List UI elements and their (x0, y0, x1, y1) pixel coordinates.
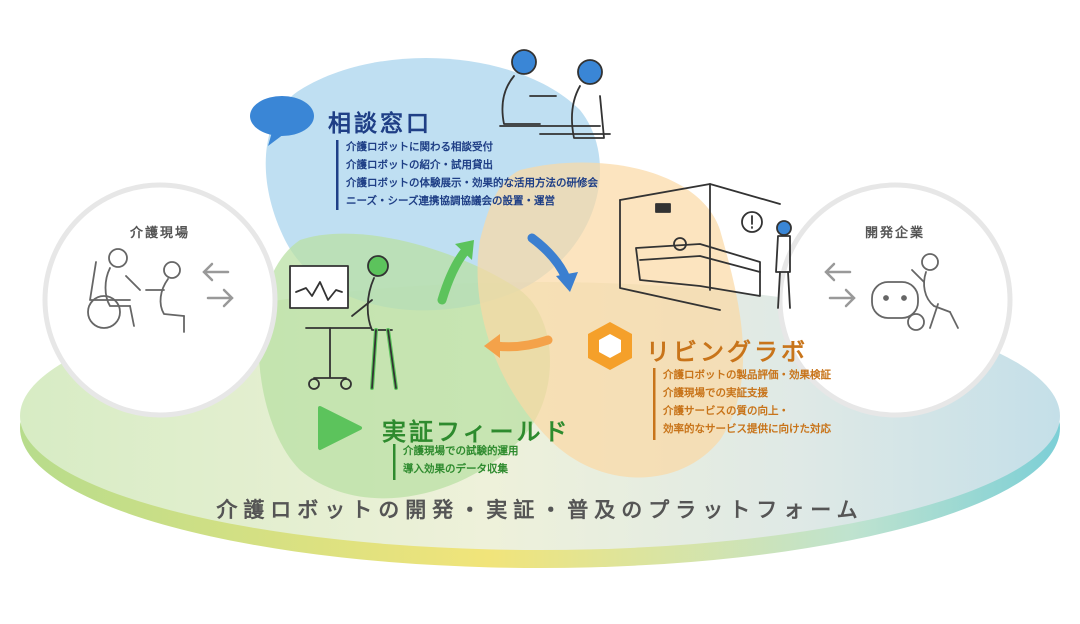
consult-title: 相談窓口 (328, 111, 432, 137)
consult-item: 介護ロボットの体験展示・効果的な活用方法の研修会 (346, 177, 598, 189)
platform-label: 介護ロボットの開発・実証・普及のプラットフォーム (216, 498, 864, 522)
bedroom-illustration (619, 183, 792, 311)
lab-item: 効率的なサービス提供に向けた対応 (663, 423, 831, 435)
walking-assist-illustration (289, 255, 398, 390)
cycle-arrow-green-icon (437, 240, 474, 305)
lab-item: 介護ロボットの製品評価・効果検証 (663, 369, 831, 381)
kigyo-label: 開発企業 (864, 226, 925, 241)
hexagon-icon (588, 322, 632, 370)
lab-title: リビングラボ (646, 338, 808, 366)
lab-blob (477, 162, 744, 478)
field-item: 介護現場での試験的運用 (403, 445, 519, 457)
consult-item: ニーズ・シーズ連携協調協議会の設置・運営 (346, 195, 555, 207)
lab-list-bar (653, 368, 656, 440)
caregiver-wheelchair-illustration (87, 248, 185, 333)
consult-list-bar (336, 140, 339, 210)
cycle-arrow-orange-icon (484, 334, 553, 358)
consult-item: 介護ロボットの紹介・試用貸出 (346, 159, 493, 171)
consult-item: 介護ロボットに関わる相談受付 (346, 141, 493, 153)
exchange-arrows-right-icon (824, 262, 856, 308)
speech-bubble-icon (250, 96, 314, 146)
consultation-people-illustration (499, 49, 611, 139)
lab-item: 介護サービスの質の向上・ (663, 405, 789, 417)
field-title: 実証フィールド (382, 418, 571, 446)
lab-item: 介護現場での実証支援 (663, 387, 768, 399)
genba-label: 介護現場 (129, 226, 190, 241)
cycle-arrow-blue-icon (527, 233, 578, 292)
consult-list: 介護ロボットに関わる相談受付 介護ロボットの紹介・試用貸出 介護ロボットの体験展… (346, 138, 598, 210)
field-item: 導入効果のデータ収集 (403, 463, 508, 475)
play-triangle-icon (318, 406, 362, 450)
developer-robot-illustration (871, 253, 959, 331)
right-circle (777, 182, 1013, 418)
lab-list: 介護ロボットの製品評価・効果検証 介護現場での実証支援 介護サービスの質の向上・… (663, 366, 831, 438)
field-list-bar (393, 444, 396, 480)
exchange-arrows-left-icon (202, 262, 234, 308)
field-list: 介護現場での試験的運用 導入効果のデータ収集 (403, 442, 519, 478)
